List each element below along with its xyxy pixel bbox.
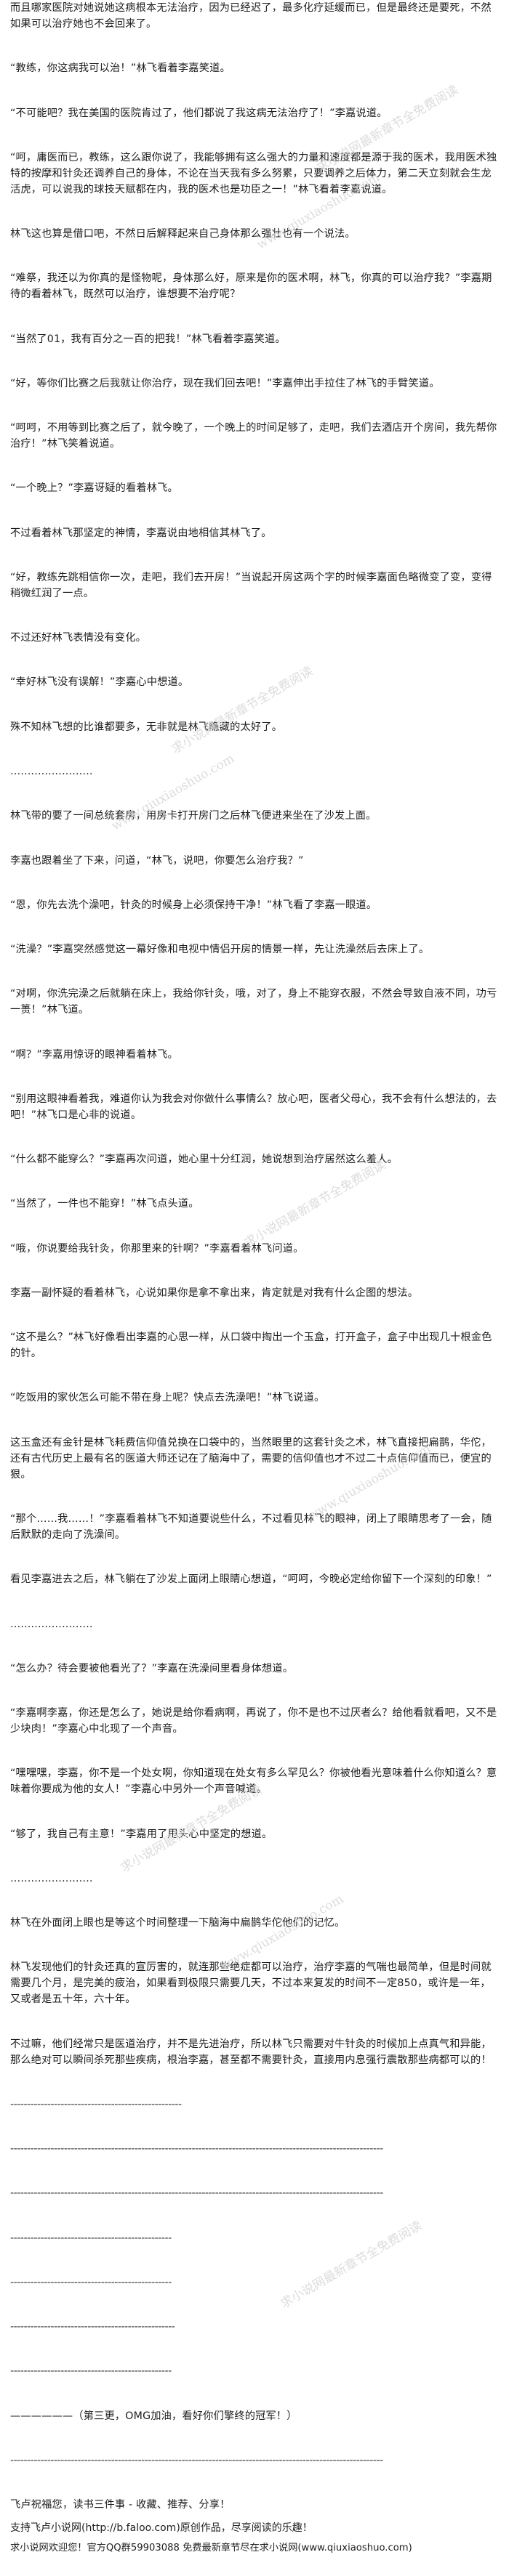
paragraph: “那个……我……！”李嘉看着林飞不知道要说些什么，不过看见林飞的眼神，闭上了眼睛…: [10, 1512, 492, 1541]
paragraph: “对啊，你洗完澡之后就躺在床上，我给你针灸，哦，对了，身上不能穿衣服，不然会导致…: [10, 988, 497, 1016]
paragraph: “一个晚上？”李嘉讶疑的看着林飞。: [10, 482, 178, 495]
paragraph: 李嘉一副怀疑的看着林飞，心说如果你是拿不拿出来，肯定就是对我有什么企图的想法。: [10, 1287, 419, 1299]
paragraph: ----------------------------------------…: [10, 2143, 383, 2155]
paragraph: ——————（第三更，OMG加油，看好你们擎终的冠军！）: [10, 2410, 297, 2422]
paragraph: 李嘉也跟着坐了下来，问道，“林飞，说吧，你要怎么治疗我？”: [10, 854, 304, 867]
paragraph: ……………………: [10, 1872, 93, 1884]
paragraph: “这不是么？”林飞好像看出李嘉的心思一样，从口袋中掏出一个玉盒，打开盒子，盒子中…: [10, 1332, 492, 1360]
paragraph: 看见李嘉进去之后，林飞躺在了沙发上面闭上眼睛心想道，“呵呵，今晚必定给你留下一个…: [10, 1573, 492, 1586]
chapter-body: 而且哪家医院对她说她这病根本无法治疗，因为已经迟了，最多化疗延缓而已，但是最终还…: [10, 0, 499, 2514]
paragraph: “呵呵，不用等到比赛之后了，就今晚了，一个晚上的时间足够了，走吧，我们去酒店开个…: [10, 422, 497, 450]
paragraph: 不过嘛，他们经常只是医道治疗，并不是先进治疗，所以林飞只需要对牛针灸的时候加上点…: [10, 2038, 492, 2066]
paragraph: 不过看着林飞那坚定的神情，李嘉说由地相信其林飞了。: [10, 527, 272, 539]
paragraph: 林飞这也算是借口吧，不然日后解释起来自己身体那么强壮也有一个说法。: [10, 228, 356, 240]
paragraph: 殊不知林飞想的比谁都要多，无非就是林飞隐藏的太好了。: [10, 721, 283, 733]
paragraph: “吃饭用的家伙怎么可能不带在身上呢？快点去洗澡吧！”林飞说道。: [10, 1392, 325, 1404]
paragraph: 林飞在外面闭上眼也是等这个时间整理一下脑海中扁鹊华佗他们的记忆。: [10, 1917, 345, 1929]
site-banner-text[interactable]: 求小说网欢迎您！官方QQ群59903088 免费最新章节尽在求小说网(www.q…: [10, 2543, 412, 2553]
paragraph: “怎么办？待会要被他看光了？”李嘉在洗澡间里看身体想道。: [10, 1662, 294, 1674]
paragraph: “够了，我自己有主意！”李嘉用了甩头心中坚定的想道。: [10, 1828, 273, 1840]
paragraph: 林飞带的要了一间总统套房，用房卡打开房门之后林飞便进来坐在了沙发上面。: [10, 810, 377, 822]
site-banner[interactable]: 求小说网欢迎您！官方QQ群59903088 免费最新章节尽在求小说网(www.q…: [10, 2538, 499, 2559]
paragraph: 林飞发现他们的针灸还真的宣厉害的，就连那些绝症都可以治疗，治疗李嘉的气喘也最简单…: [10, 1961, 492, 2006]
paragraph: “嘿嘿嘿，李嘉，你不是一个处女啊，你知道现在处女有多么罕见么？你被他看光意味着什…: [10, 1767, 497, 1796]
paragraph: ----------------------------------------…: [10, 2455, 383, 2467]
paragraph: “哦，你说要给我针灸，你那里来的针啊？”李嘉看着林飞问道。: [10, 1242, 304, 1255]
paragraph: ……………………: [10, 1618, 93, 1630]
paragraph: “不可能吧？我在美国的医院肯过了，他们都说了我这病无法治疗了！”李嘉说道。: [10, 107, 388, 119]
paragraph: “幸好林飞没有误解！”李嘉心中想道。: [10, 676, 189, 689]
paragraph: “恩，你先去洗个澡吧，针灸的时候身上必须保持干净！”林飞看了李嘉一眼道。: [10, 899, 377, 911]
support-line: 支持飞卢小说网(http://b.faloo.com)原创作品，尽享阅读的乐趣！: [10, 2522, 313, 2534]
paragraph: ----------------------------------------…: [10, 2098, 182, 2110]
paragraph: ----------------------------------------…: [10, 2321, 175, 2333]
paragraph: “好，等你们比赛之后我就让你治疗，现在我们回去吧！”李嘉伸出手拉住了林飞的手臂笑…: [10, 377, 440, 389]
paragraph: ----------------------------------------…: [10, 2232, 172, 2244]
paragraph: “教练，你这病我可以治！”林飞看着李嘉笑道。: [10, 62, 231, 75]
paragraph: “难祭，我还以为你真的是怪物呢，身体那么好，原来是你的医术啊，林飞，你真的可以治…: [10, 272, 492, 301]
paragraph: ----------------------------------------…: [10, 2187, 383, 2200]
paragraph: 这玉盒还有金针是林飞耗费信仰值兑换在口袋中的，当然眼里的这套针灸之术，林飞直接把…: [10, 1436, 492, 1481]
paragraph: “别用这眼神看着我，难道你认为我会对你做什么事情么？放心吧，医者父母心，我不会有…: [10, 1093, 497, 1121]
paragraph: “当然了01，我有百分之一百的把我！”林飞看着李嘉笑道。: [10, 333, 286, 345]
paragraph: “李嘉啊李嘉，你还是怎么了，她说是给你看病啊，再说了，你不是也不过厌者么？给他看…: [10, 1707, 497, 1735]
paragraph: ……………………: [10, 765, 93, 777]
paragraph: “好，教练先跳相信你一次，走吧，我们去开房！”当说起开房这两个字的时候李嘉面色略…: [10, 571, 492, 599]
paragraph: ----------------------------------------…: [10, 2365, 172, 2378]
paragraph: “当然了，一件也不能穿！”林飞点头道。: [10, 1198, 199, 1210]
paragraph: “洗澡？”李嘉突然感觉这一幕好像和电视中情侣开房的情景一样，先让洗澡然后去床上了…: [10, 944, 430, 956]
paragraph: 而且哪家医院对她说她这病根本无法治疗，因为已经迟了，最多化疗延缓而已，但是最终还…: [10, 2, 492, 30]
paragraph: “呵，庸医而已，教练，这么跟你说了，我能够拥有这么强大的力量和速度都是源于我的医…: [10, 151, 497, 195]
page-footer: 支持飞卢小说网(http://b.faloo.com)原创作品，尽享阅读的乐趣！…: [10, 2518, 499, 2559]
paragraph: ----------------------------------------…: [10, 2276, 172, 2288]
paragraph: “什么都不能穿么？”李嘉再次问道，她心里十分红润，她说想到治疗居然这么羞人。: [10, 1154, 398, 1166]
paragraph: “啊？”李嘉用惊讶的眼神看着林飞。: [10, 1048, 178, 1061]
paragraph: 飞卢祝福您，读书三件事 - 收藏、推荐、分享！: [10, 2499, 231, 2511]
paragraph: 不过还好林飞表情没有变化。: [10, 632, 147, 644]
